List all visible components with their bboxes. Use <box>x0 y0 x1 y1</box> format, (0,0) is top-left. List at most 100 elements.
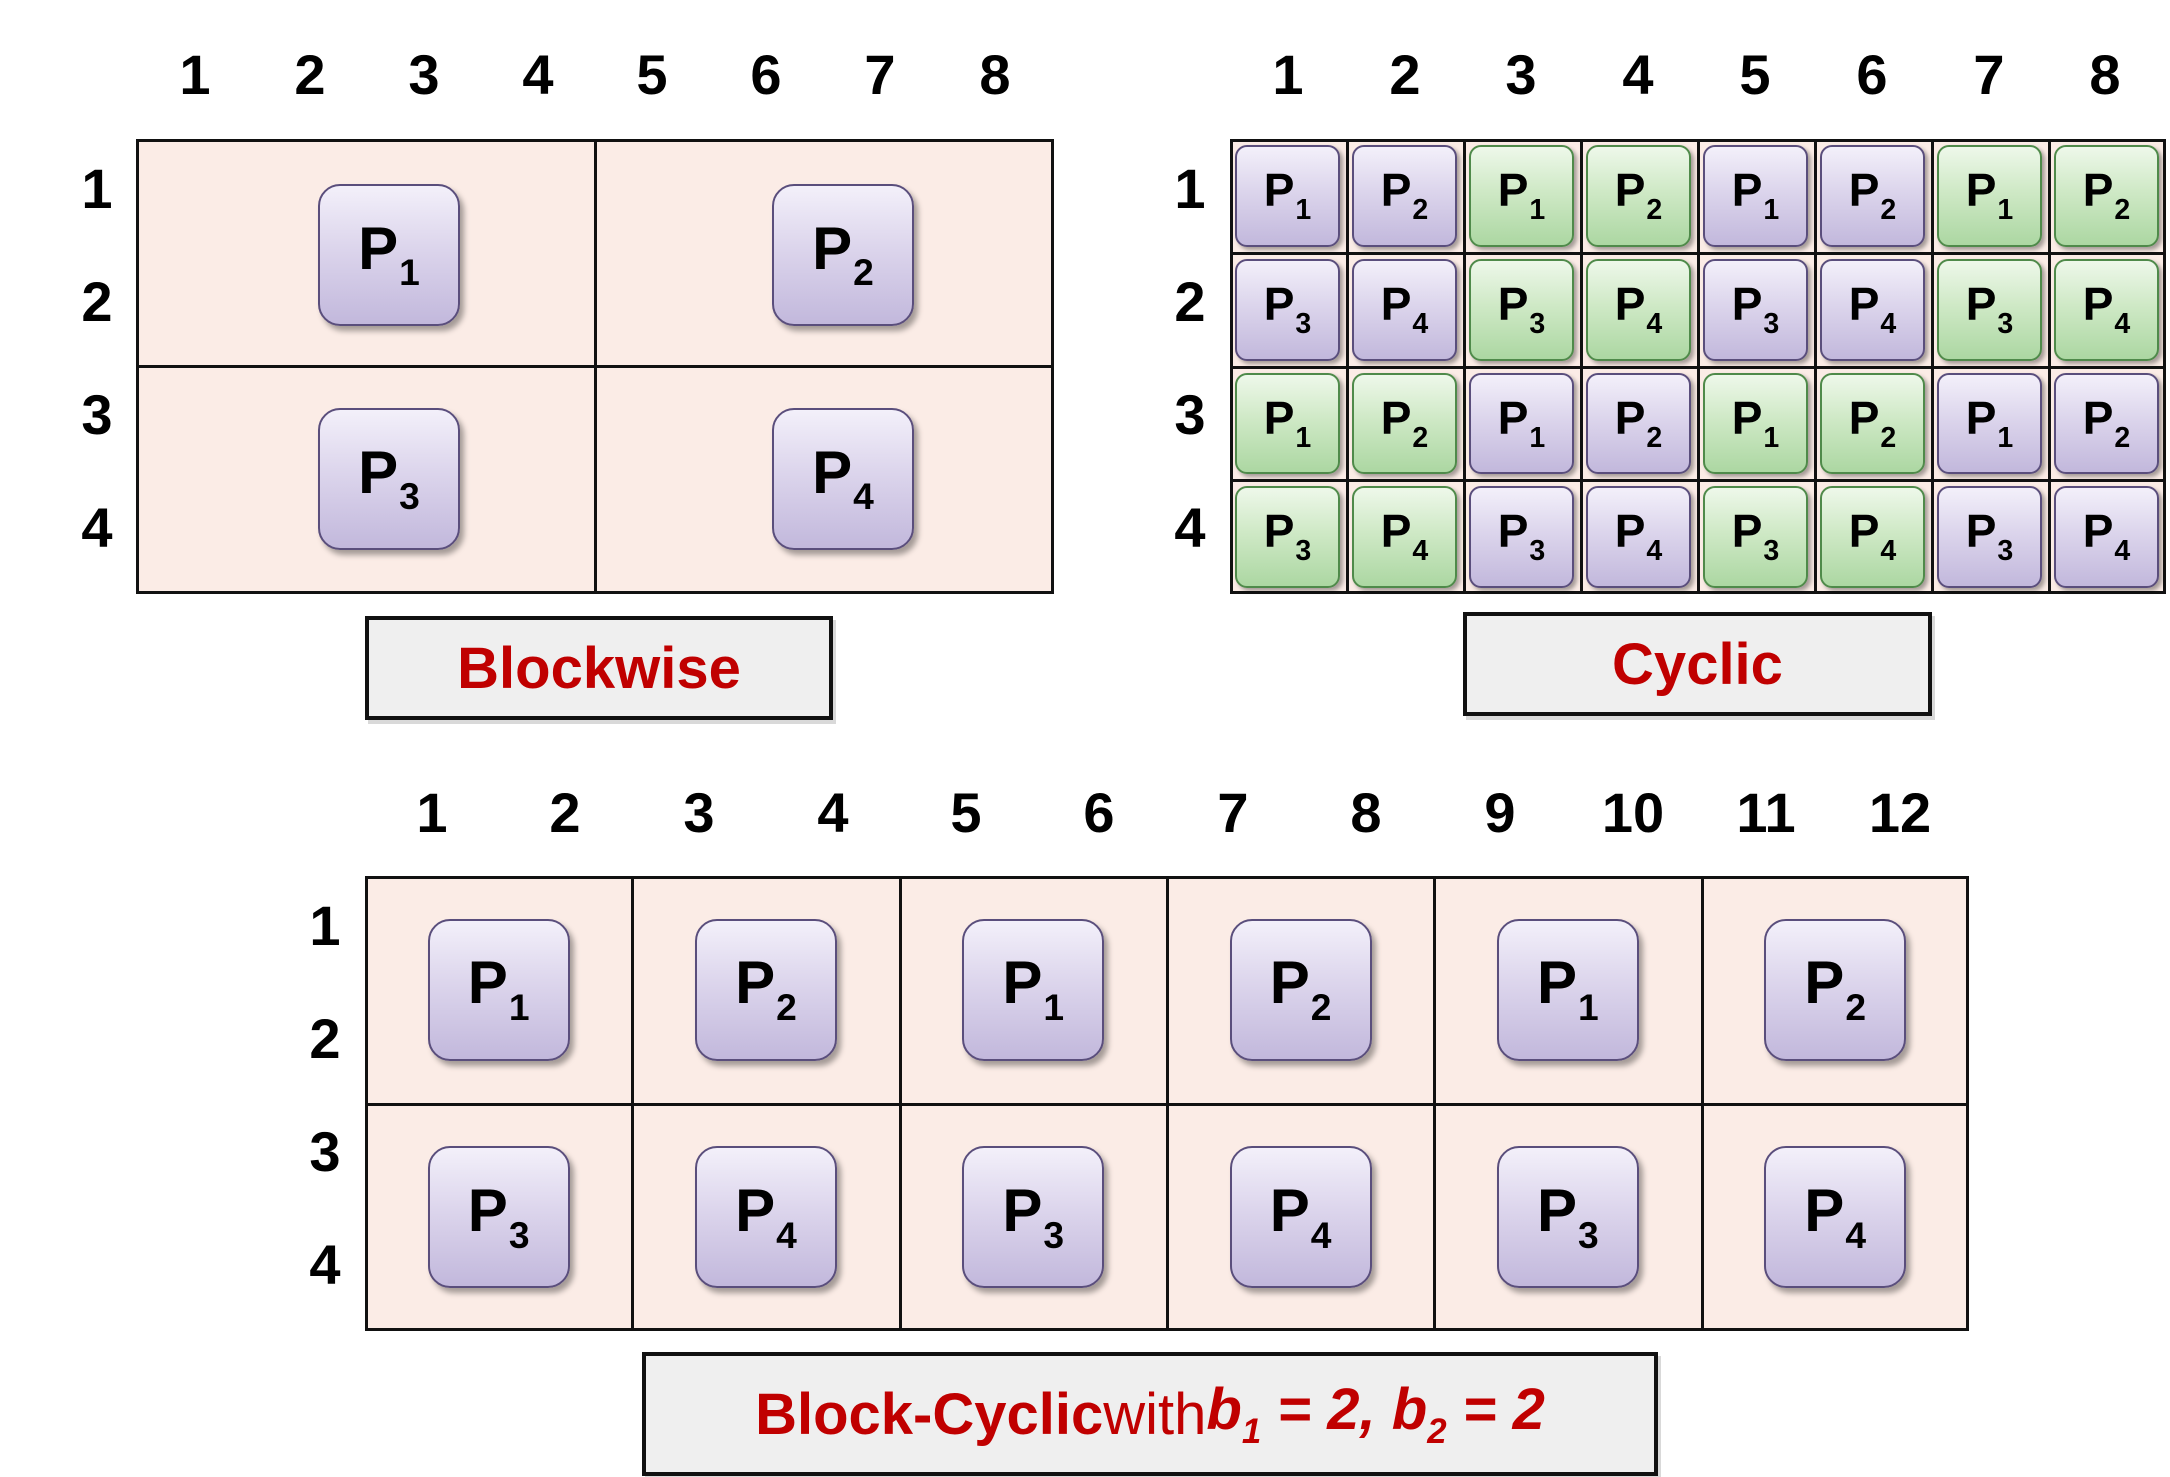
processor-chip: P4 <box>772 408 914 550</box>
processor-label: P4 <box>1804 1176 1866 1256</box>
processor-chip: P4 <box>1586 486 1691 588</box>
col-label: 6 <box>750 43 782 106</box>
col-label: 3 <box>683 781 715 844</box>
processor-label: P1 <box>358 214 420 294</box>
processor-label: P1 <box>1731 391 1780 454</box>
processor-chip: P4 <box>2054 486 2159 588</box>
processor-chip: P1 <box>1703 372 1808 475</box>
col-label: 3 <box>1505 43 1537 106</box>
processor-label: P3 <box>1497 505 1546 568</box>
processor-chip: P2 <box>1820 372 1925 475</box>
processor-chip: P4 <box>694 1146 837 1289</box>
grid-divider <box>136 365 1054 368</box>
processor-chip: P1 <box>1937 372 2042 475</box>
col-label: 4 <box>817 781 849 844</box>
processor-label: P3 <box>467 1176 530 1256</box>
processor-label: P4 <box>1848 277 1897 340</box>
processor-label: P1 <box>1263 164 1312 227</box>
col-label: 8 <box>2089 43 2121 106</box>
processor-label: P4 <box>2082 277 2131 340</box>
processor-label: P2 <box>1380 391 1429 454</box>
row-label: 2 <box>1174 270 1206 333</box>
col-label: 2 <box>1389 43 1421 106</box>
processor-chip: P3 <box>1703 486 1808 588</box>
col-label: 3 <box>408 43 440 106</box>
processor-chip: P2 <box>772 184 914 326</box>
col-label: 1 <box>1272 43 1304 106</box>
processor-chip: P2 <box>694 918 837 1061</box>
block-cyclic-caption: Block-Cyclic with b1 = 2, b2 = 2 <box>642 1352 1658 1476</box>
processor-chip: P1 <box>1235 145 1340 247</box>
row-label: 3 <box>81 383 113 446</box>
processor-chip: P4 <box>1229 1146 1372 1289</box>
processor-chip: P2 <box>1764 918 1907 1061</box>
col-label: 1 <box>179 43 211 106</box>
row-label: 1 <box>1174 157 1206 220</box>
processor-label: P4 <box>2082 505 2131 568</box>
processor-chip: P2 <box>1352 372 1457 475</box>
grid-divider <box>1230 365 2166 369</box>
processor-chip: P1 <box>1937 145 2042 247</box>
processor-label: P3 <box>1497 277 1546 340</box>
processor-label: P1 <box>467 949 530 1029</box>
processor-label: P3 <box>358 438 420 518</box>
col-label: 1 <box>416 781 448 844</box>
processor-label: P2 <box>1380 164 1429 227</box>
col-label: 7 <box>1973 43 2005 106</box>
col-label: 7 <box>864 43 896 106</box>
col-label: 4 <box>522 43 554 106</box>
processor-label: P1 <box>1497 164 1546 227</box>
row-label: 4 <box>81 496 113 559</box>
row-label: 2 <box>309 1007 341 1070</box>
processor-chip: P1 <box>427 918 570 1061</box>
processor-chip: P4 <box>1820 258 1925 361</box>
caption-b1: b1 = 2, b2 = 2 <box>1206 1377 1545 1451</box>
col-label: 6 <box>1856 43 1888 106</box>
processor-label: P1 <box>1536 949 1599 1029</box>
processor-label: P1 <box>1263 391 1312 454</box>
col-label: 2 <box>549 781 581 844</box>
processor-chip: P3 <box>1469 258 1574 361</box>
col-label: 7 <box>1217 781 1249 844</box>
processor-chip: P1 <box>318 184 460 326</box>
processor-chip: P3 <box>1496 1146 1639 1289</box>
processor-label: P1 <box>1965 164 2014 227</box>
col-label: 2 <box>294 43 326 106</box>
processor-chip: P3 <box>1703 258 1808 361</box>
processor-label: P2 <box>2082 391 2131 454</box>
processor-label: P3 <box>1731 277 1780 340</box>
col-label: 5 <box>950 781 982 844</box>
processor-label: P3 <box>1002 1176 1065 1256</box>
processor-chip: P2 <box>2054 372 2159 475</box>
processor-chip: P2 <box>2054 145 2159 247</box>
processor-chip: P3 <box>1937 258 2042 361</box>
processor-label: P2 <box>1804 949 1866 1029</box>
processor-chip: P1 <box>1703 145 1808 247</box>
row-label: 4 <box>1174 496 1206 559</box>
processor-label: P1 <box>1965 391 2014 454</box>
processor-chip: P1 <box>1235 372 1340 475</box>
processor-chip: P2 <box>1820 145 1925 247</box>
col-label: 5 <box>1739 43 1771 106</box>
processor-label: P2 <box>1848 164 1897 227</box>
blockwise-caption: Blockwise <box>365 616 833 720</box>
col-label: 9 <box>1484 781 1516 844</box>
processor-chip: P2 <box>1586 145 1691 247</box>
processor-chip: P1 <box>962 918 1105 1061</box>
col-label: 4 <box>1622 43 1654 106</box>
processor-label: P4 <box>1848 505 1897 568</box>
processor-chip: P3 <box>1235 486 1340 588</box>
processor-chip: P4 <box>1764 1146 1907 1289</box>
processor-label: P1 <box>1497 391 1546 454</box>
row-label: 1 <box>309 894 341 957</box>
col-label: 6 <box>1083 781 1115 844</box>
processor-chip: P1 <box>1496 918 1639 1061</box>
processor-label: P2 <box>1269 949 1332 1029</box>
col-label: 5 <box>636 43 668 106</box>
processor-label: P3 <box>1965 277 2014 340</box>
processor-chip: P4 <box>1820 486 1925 588</box>
processor-chip: P3 <box>318 408 460 550</box>
processor-label: P4 <box>1380 505 1429 568</box>
col-label: 8 <box>979 43 1011 106</box>
grid-divider <box>1230 479 2166 483</box>
